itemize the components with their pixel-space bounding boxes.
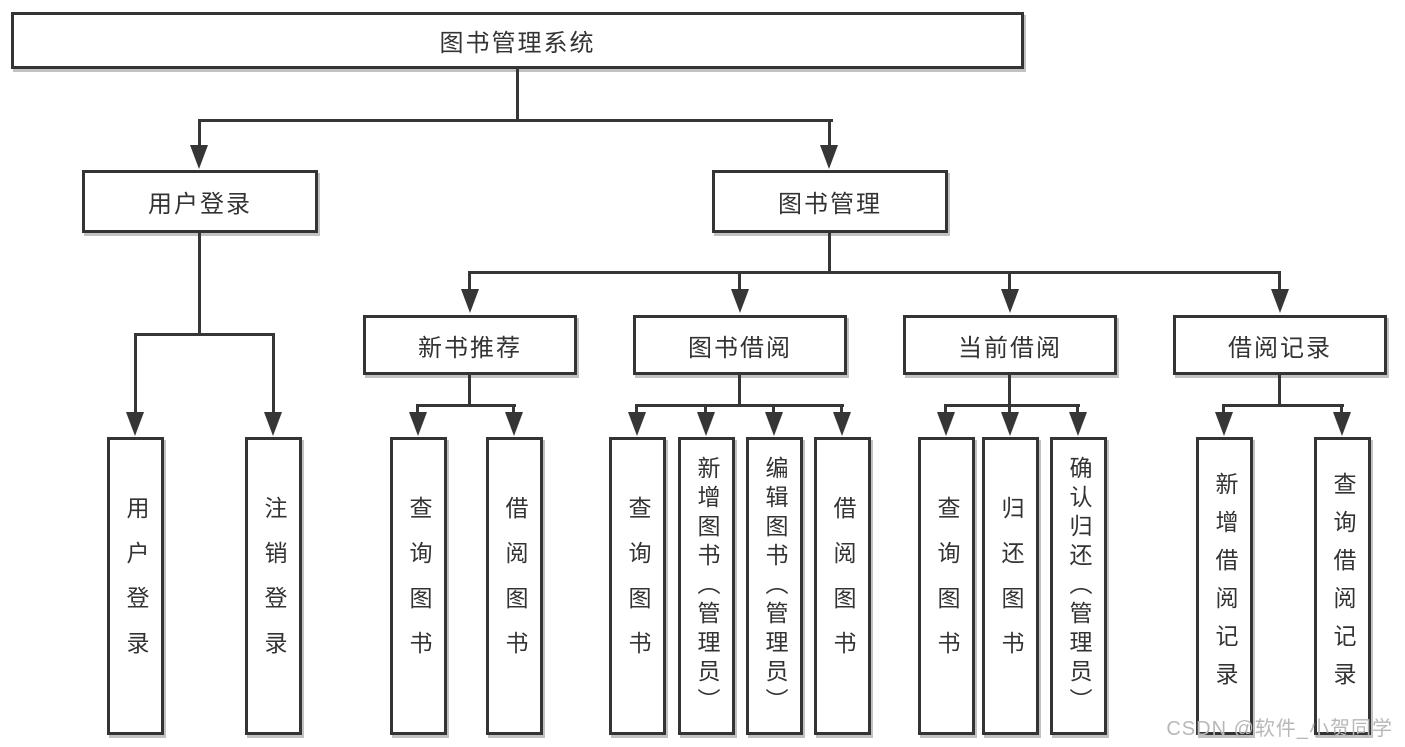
connector-arrowhead-down-icon (1069, 412, 1087, 436)
leaf-return-books: 归还图书 (982, 437, 1039, 735)
connector-line (198, 233, 201, 336)
node-library-system-label: 图书管理系统 (439, 30, 596, 57)
leaf-confirm-return-admin-label: 确认归还（管理员） (1066, 455, 1092, 717)
connector-line (1008, 375, 1011, 407)
connector-arrowhead-down-icon (1215, 412, 1233, 436)
leaf-query-borrow-record-label: 查询借阅记录 (1330, 472, 1356, 700)
connector-line (1222, 404, 1225, 414)
connector-line (840, 404, 843, 414)
connector-line (416, 404, 419, 414)
connector-line (635, 404, 844, 407)
connector-arrowhead-down-icon (461, 289, 479, 313)
leaf-borrow-books-2: 借阅图书 (814, 437, 871, 735)
leaf-borrow-books-2-label: 借阅图书 (830, 496, 856, 676)
leaf-logout-label: 注销登录 (261, 496, 287, 676)
connector-line (704, 404, 707, 414)
connector-line (944, 404, 947, 414)
connector-arrowhead-down-icon (1333, 412, 1351, 436)
node-new-book-recommend: 新书推荐 (363, 315, 577, 375)
connector-line (772, 404, 775, 414)
node-user-login-label: 用户登录 (148, 191, 252, 218)
connector-line (512, 404, 515, 414)
connector-arrowhead-down-icon (1001, 412, 1019, 436)
connector-line (198, 119, 201, 147)
connector-line (828, 119, 831, 147)
leaf-add-books-admin: 新增图书（管理员） (678, 437, 735, 735)
connector-arrowhead-down-icon (820, 145, 838, 169)
connector-arrowhead-down-icon (697, 412, 715, 436)
leaf-logout: 注销登录 (245, 437, 302, 735)
leaf-borrow-books-1: 借阅图书 (486, 437, 543, 735)
connector-arrowhead-down-icon (765, 412, 783, 436)
connector-arrowhead-down-icon (937, 412, 955, 436)
leaf-query-books-1-label: 查询图书 (406, 496, 432, 676)
connector-line (944, 404, 1080, 407)
connector-arrowhead-down-icon (409, 412, 427, 436)
connector-line (272, 333, 275, 413)
connector-line (134, 333, 137, 413)
node-borrowing-records: 借阅记录 (1173, 315, 1387, 375)
connector-arrowhead-down-icon (1001, 289, 1019, 313)
connector-line (1278, 271, 1281, 291)
node-library-system: 图书管理系统 (11, 12, 1024, 69)
connector-line (416, 404, 516, 407)
leaf-query-books-2: 查询图书 (609, 437, 666, 735)
leaf-return-books-label: 归还图书 (998, 496, 1024, 676)
leaf-add-borrow-record-label: 新增借阅记录 (1212, 472, 1238, 700)
node-current-borrowing-label: 当前借阅 (958, 334, 1062, 362)
connector-line (1008, 404, 1011, 414)
node-borrowing-records-label: 借阅记录 (1228, 334, 1332, 362)
node-current-borrowing: 当前借阅 (903, 315, 1117, 375)
connector-line (738, 375, 741, 407)
leaf-user-login-label: 用户登录 (123, 496, 149, 676)
leaf-query-books-1: 查询图书 (390, 437, 447, 735)
leaf-confirm-return-admin: 确认归还（管理员） (1050, 437, 1107, 735)
leaf-add-borrow-record: 新增借阅记录 (1196, 437, 1253, 735)
connector-line (468, 271, 471, 291)
connector-line (1076, 404, 1079, 414)
connector-line (1340, 404, 1343, 414)
leaf-query-borrow-record: 查询借阅记录 (1314, 437, 1371, 735)
connector-line (738, 271, 741, 291)
connector-arrowhead-down-icon (628, 412, 646, 436)
connector-line (828, 233, 831, 273)
connector-arrowhead-down-icon (1271, 289, 1289, 313)
connector-line (1222, 404, 1344, 407)
leaf-borrow-books-1-label: 借阅图书 (502, 496, 528, 676)
connector-arrowhead-down-icon (505, 412, 523, 436)
leaf-edit-books-admin: 编辑图书（管理员） (746, 437, 803, 735)
connector-arrowhead-down-icon (833, 412, 851, 436)
connector-line (468, 375, 471, 407)
connector-arrowhead-down-icon (190, 145, 208, 169)
connector-arrowhead-down-icon (264, 412, 282, 436)
node-book-borrowing: 图书借阅 (633, 315, 847, 375)
leaf-query-books-3-label: 查询图书 (934, 496, 960, 676)
csdn-watermark: CSDN @软件_小贺同学 (1166, 718, 1393, 740)
connector-line (635, 404, 638, 414)
connector-line (1278, 375, 1281, 407)
connector-arrowhead-down-icon (126, 412, 144, 436)
leaf-user-login: 用户登录 (107, 437, 164, 735)
connector-line (134, 333, 275, 336)
leaf-edit-books-admin-label: 编辑图书（管理员） (762, 455, 788, 717)
node-user-login: 用户登录 (82, 170, 318, 233)
node-book-borrowing-label: 图书借阅 (688, 334, 792, 362)
connector-line (516, 68, 519, 121)
connector-line (198, 119, 833, 122)
node-new-book-recommend-label: 新书推荐 (418, 334, 522, 362)
connector-line (468, 271, 1281, 274)
connector-line (1008, 271, 1011, 291)
leaf-query-books-3: 查询图书 (918, 437, 975, 735)
leaf-query-books-2-label: 查询图书 (625, 496, 651, 676)
leaf-add-books-admin-label: 新增图书（管理员） (694, 455, 720, 717)
node-book-management-label: 图书管理 (778, 191, 882, 218)
node-book-management: 图书管理 (712, 170, 948, 233)
connector-arrowhead-down-icon (731, 289, 749, 313)
